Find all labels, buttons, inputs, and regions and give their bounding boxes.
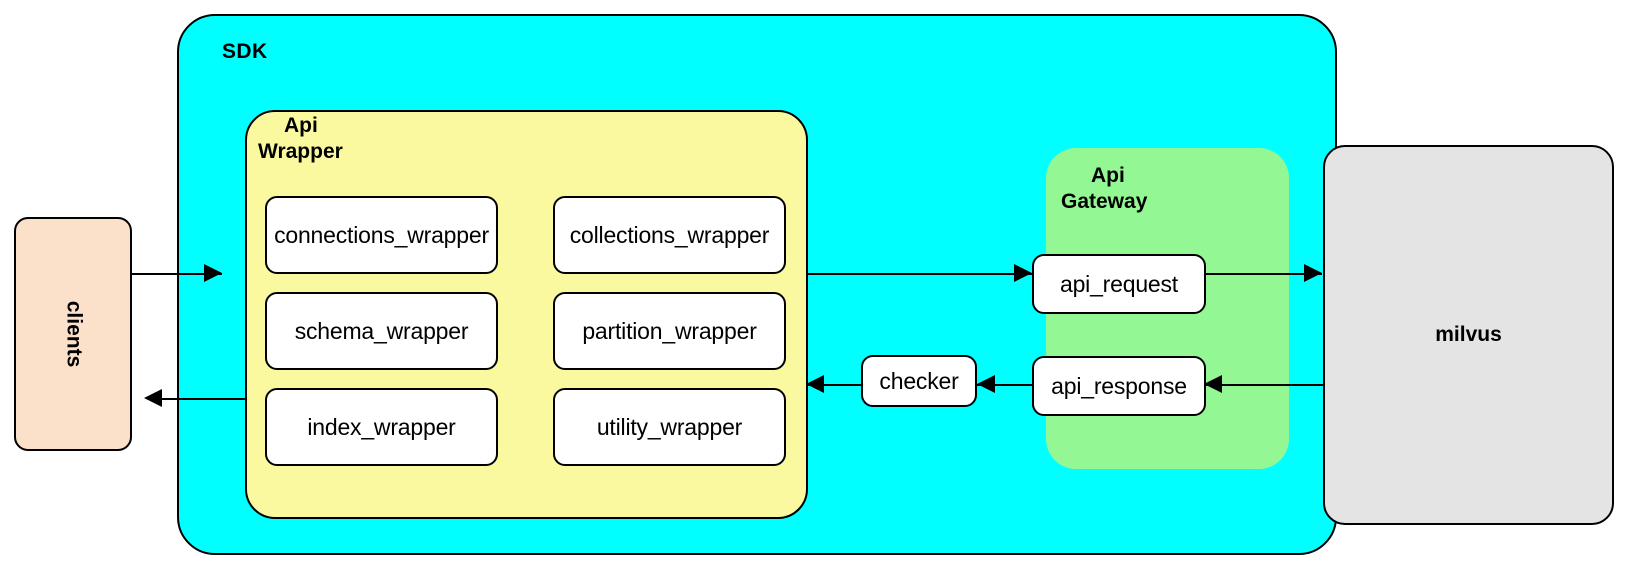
edge-api-response-to-checker-line — [977, 384, 1034, 386]
collections-wrapper-node[interactable]: collections_wrapper — [553, 196, 786, 274]
milvus-label: milvus — [1435, 323, 1502, 346]
connections-wrapper-node[interactable]: connections_wrapper — [265, 196, 498, 274]
clients-label: clients — [62, 300, 85, 368]
edge-api-wrapper-to-clients-arrow-icon — [144, 389, 162, 407]
partition-wrapper-node[interactable]: partition_wrapper — [553, 292, 786, 370]
edge-api-request-to-milvus-line — [1204, 273, 1322, 275]
api-gateway-label-line1: Api — [1091, 164, 1125, 187]
api-wrapper-label: Api Wrapper — [258, 113, 408, 165]
clients-node[interactable]: clients — [14, 217, 132, 451]
edge-milvus-to-api-response-line — [1204, 384, 1324, 386]
edge-api-wrapper-to-api-gateway-line — [806, 273, 1032, 275]
api-gateway-label: Api Gateway — [1053, 163, 1213, 215]
utility-wrapper-node[interactable]: utility_wrapper — [553, 388, 786, 466]
edge-api-wrapper-to-clients-line — [162, 398, 247, 400]
edge-clients-to-api-wrapper-arrow-icon — [204, 264, 222, 282]
schema-wrapper-node[interactable]: schema_wrapper — [265, 292, 498, 370]
api-gateway-label-line2: Gateway — [1061, 190, 1148, 213]
edge-checker-to-api-wrapper-line — [806, 384, 863, 386]
edge-milvus-to-api-response-arrow-icon — [1204, 375, 1222, 393]
index-wrapper-node[interactable]: index_wrapper — [265, 388, 498, 466]
edge-api-request-to-milvus-arrow-icon — [1304, 264, 1322, 282]
edge-clients-to-api-wrapper-line — [132, 273, 222, 275]
api-wrapper-label-line2: Wrapper — [258, 140, 343, 163]
api-request-node[interactable]: api_request — [1032, 254, 1206, 314]
milvus-node[interactable]: milvus — [1323, 145, 1614, 525]
api-wrapper-label-line1: Api — [284, 114, 318, 137]
checker-node[interactable]: checker — [861, 355, 977, 407]
edge-api-wrapper-to-api-gateway-arrow-icon — [1014, 264, 1032, 282]
sdk-label: SDK — [222, 40, 268, 63]
api-response-node[interactable]: api_response — [1032, 356, 1206, 416]
edge-api-response-to-checker-arrow-icon — [977, 375, 995, 393]
edge-checker-to-api-wrapper-arrow-icon — [806, 375, 824, 393]
